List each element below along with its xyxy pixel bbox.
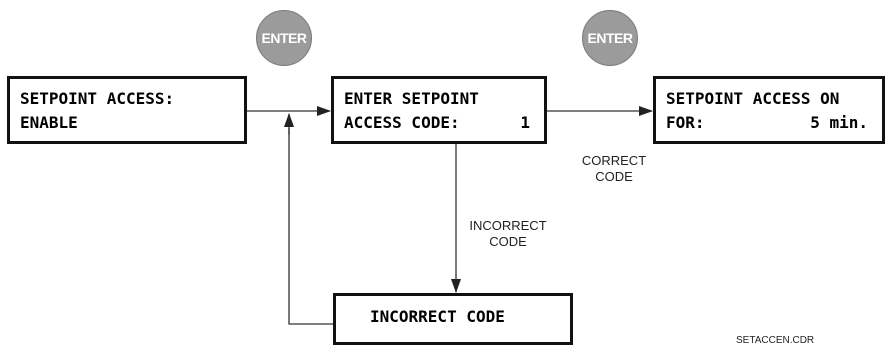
display-line-1: ENTER SETPOINT xyxy=(344,89,479,108)
enter-key-icon: ENTER xyxy=(256,10,312,66)
incorrect-code-label: INCORRECT CODE xyxy=(453,218,563,250)
enter-key-label: ENTER xyxy=(261,30,307,46)
display-line-1: SETPOINT ACCESS ON xyxy=(666,89,840,108)
enter-key-icon: ENTER xyxy=(582,10,638,66)
correct-code-label: CORRECT CODE xyxy=(566,153,662,185)
return-path-line xyxy=(288,128,333,325)
display-line-1: INCORRECT CODE xyxy=(370,307,505,326)
display-enter-code: ENTER SETPOINT ACCESS CODE: 1 xyxy=(331,76,547,144)
label-line: INCORRECT xyxy=(469,218,547,233)
label-line: CODE xyxy=(595,169,633,184)
display-access-on: SETPOINT ACCESS ON FOR: 5 min. xyxy=(653,76,885,144)
enter-key-label: ENTER xyxy=(587,30,633,46)
access-duration-value: 5 min. xyxy=(810,113,868,132)
display-line-1: SETPOINT ACCESS: xyxy=(20,89,175,108)
display-line-2: ENABLE xyxy=(20,113,78,132)
display-access-enable: SETPOINT ACCESS: ENABLE xyxy=(7,76,247,144)
display-line-2: FOR: xyxy=(666,113,705,132)
display-line-2: ACCESS CODE: xyxy=(344,113,460,132)
label-line: CODE xyxy=(489,234,527,249)
display-incorrect-code: INCORRECT CODE xyxy=(333,293,573,345)
figure-filename: SETACCEN.CDR xyxy=(736,335,815,346)
label-line: CORRECT xyxy=(581,153,647,168)
access-code-value: 1 xyxy=(520,113,530,132)
